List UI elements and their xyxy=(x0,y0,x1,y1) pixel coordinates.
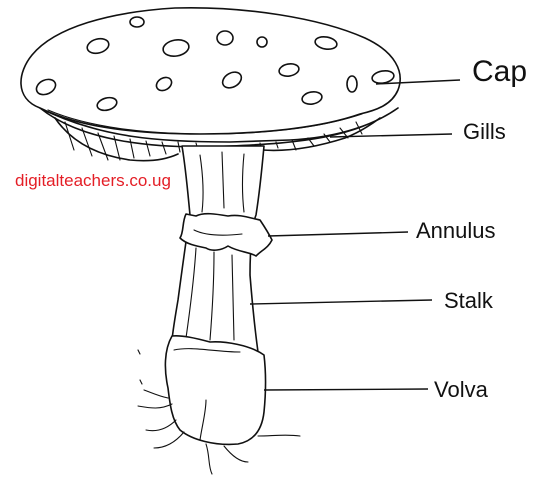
gills-leader-line xyxy=(330,134,452,137)
volva-drawing xyxy=(165,336,265,445)
stalk-label: Stalk xyxy=(444,288,494,313)
cap-label: Cap xyxy=(472,55,527,88)
gills-label: Gills xyxy=(463,119,506,144)
cap-drawing xyxy=(21,8,400,134)
volva-label: Volva xyxy=(434,377,489,402)
volva-leader-line xyxy=(264,389,428,390)
annulus-label: Annulus xyxy=(416,218,496,243)
stalk-leader-line xyxy=(250,300,432,304)
annulus-leader-line xyxy=(268,232,408,236)
part-labels: Cap Gills Annulus Stalk Volva xyxy=(416,55,527,402)
watermark-text: digitalteachers.co.ug xyxy=(15,171,171,190)
